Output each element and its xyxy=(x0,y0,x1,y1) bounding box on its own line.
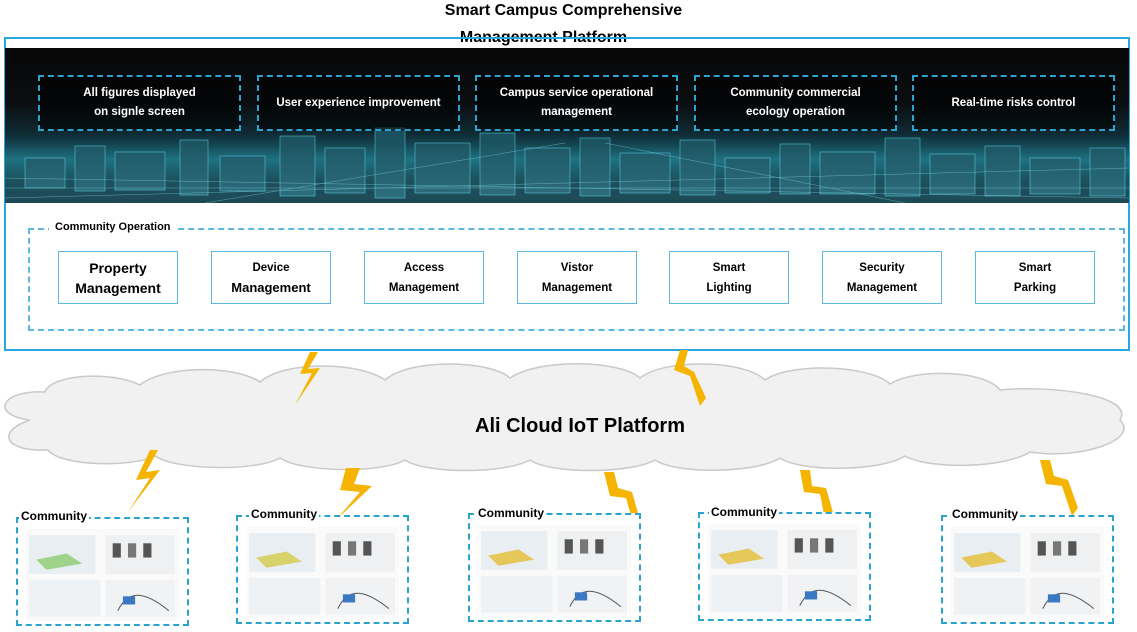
community-operation-box xyxy=(28,228,1125,331)
community-card xyxy=(16,517,189,626)
lightning-bolt-icon xyxy=(128,350,1078,526)
module-text: Management xyxy=(388,281,460,294)
module-text: Parking xyxy=(1013,281,1057,294)
community-card xyxy=(236,515,409,624)
community-card xyxy=(468,513,641,622)
module-text: Property xyxy=(89,259,147,276)
community-label: Community xyxy=(19,509,89,523)
module-text: Management xyxy=(75,279,161,296)
module-text: Vistor xyxy=(560,261,594,274)
city-skyline-image xyxy=(5,127,1129,203)
cloud-shape xyxy=(4,363,1125,472)
feature-text: User experience improvement xyxy=(276,96,441,109)
feature-text: on signle screen xyxy=(94,106,185,118)
dashboard-thumbnail xyxy=(246,527,399,619)
community-label: Community xyxy=(249,507,319,521)
module-text: Management xyxy=(541,281,613,294)
feature-commercial-ecology: Community commercial ecology operation xyxy=(694,75,897,131)
feature-text: ecology operation xyxy=(745,106,846,118)
community-card xyxy=(698,512,871,621)
community-card xyxy=(941,515,1114,624)
module-text: Access xyxy=(403,261,445,274)
feature-text: Campus service operational xyxy=(499,87,654,99)
community-label: Community xyxy=(709,505,779,519)
module-text: Smart xyxy=(712,261,746,274)
dashboard-thumbnail xyxy=(708,524,861,616)
community-operation-label: Community Operation xyxy=(49,221,177,233)
feature-risk-control: Real-time risks control xyxy=(912,75,1115,131)
community-label: Community xyxy=(476,506,546,520)
feature-campus-service: Campus service operational management xyxy=(475,75,678,131)
module-text: Device xyxy=(252,261,290,274)
module-text: Management xyxy=(231,279,311,295)
feature-all-figures: All figures displayed on signle screen xyxy=(38,75,241,131)
dashboard-thumbnail xyxy=(26,529,179,621)
feature-user-experience: User experience improvement xyxy=(257,75,460,131)
module-text: Security xyxy=(859,261,905,274)
feature-text: Community commercial xyxy=(730,87,861,99)
page-title-line1: Smart Campus Comprehensive xyxy=(444,2,683,19)
dashboard-thumbnail xyxy=(478,525,631,617)
module-text: Management xyxy=(846,281,918,294)
feature-text: Real-time risks control xyxy=(951,96,1076,109)
cloud-platform-label: Ali Cloud IoT Platform xyxy=(475,415,685,437)
city-skyline-banner: All figures displayed on signle screen Us… xyxy=(5,48,1129,203)
feature-text: management xyxy=(541,106,612,118)
community-label: Community xyxy=(950,507,1020,521)
cloud-and-links xyxy=(4,350,1125,526)
feature-text: All figures displayed xyxy=(83,87,196,99)
module-text: Lighting xyxy=(706,281,752,294)
dashboard-thumbnail xyxy=(951,527,1104,619)
module-text: Smart xyxy=(1018,261,1052,274)
